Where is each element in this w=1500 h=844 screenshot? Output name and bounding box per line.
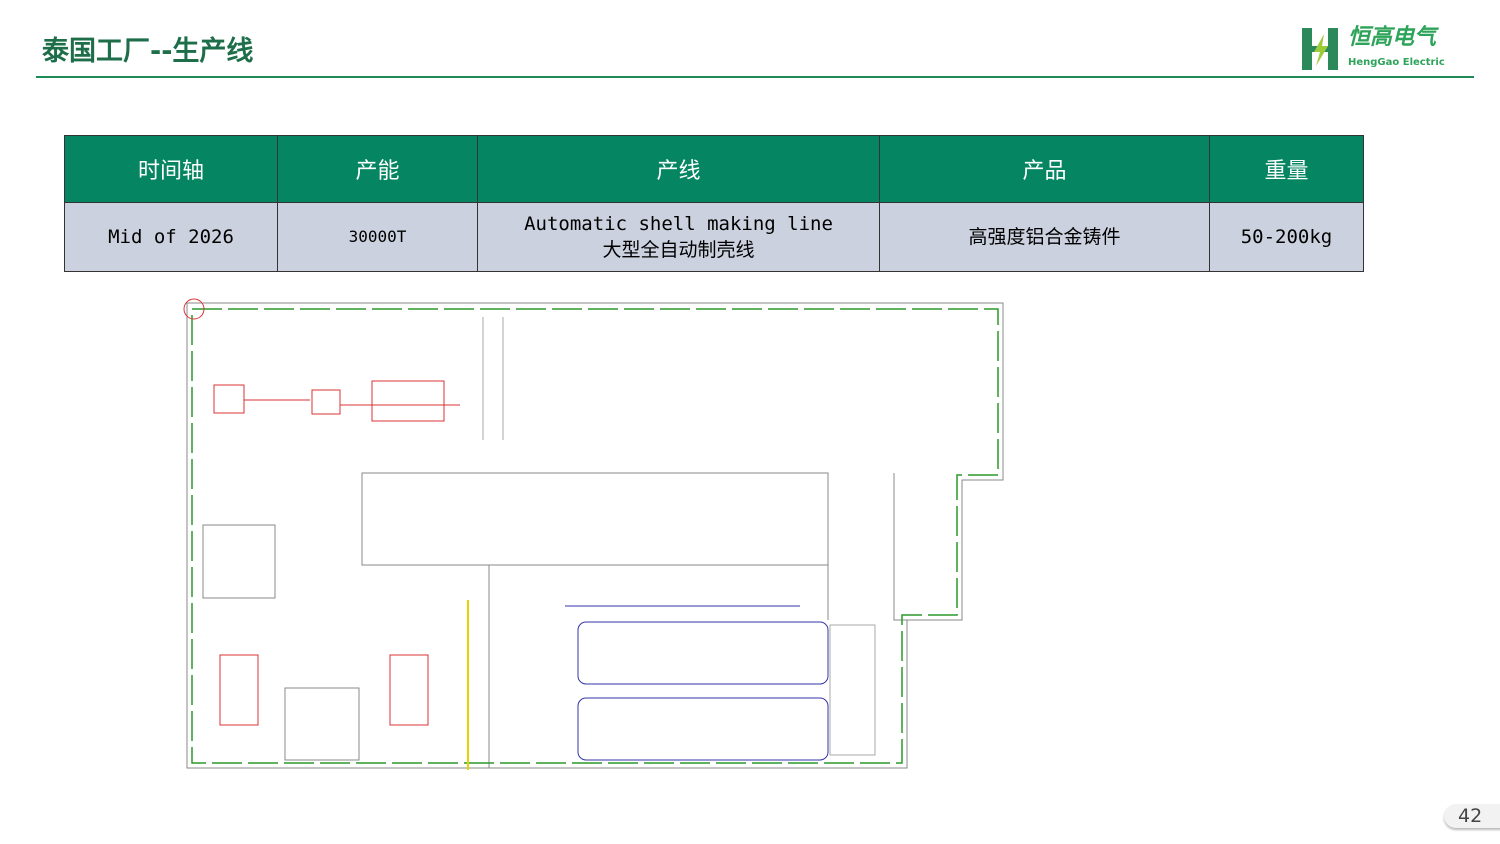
line-en: Automatic shell making line — [524, 213, 833, 235]
page-number: 42 — [1444, 804, 1500, 828]
cell-product: 高强度铝合金铸件 — [879, 202, 1210, 272]
cell-capacity: 30000T — [277, 202, 478, 272]
page-title: 泰国工厂--生产线 — [42, 36, 254, 67]
cell-line: Automatic shell making line 大型全自动制壳线 — [477, 202, 880, 272]
logo-mark-icon — [1302, 28, 1338, 70]
header-timeline: 时间轴 — [64, 135, 278, 203]
company-logo: 恒高电气 HengGao Electric — [1300, 26, 1470, 74]
cell-weight: 50-200kg — [1209, 202, 1364, 272]
header-line: 产线 — [477, 135, 880, 203]
header-capacity: 产能 — [277, 135, 478, 203]
factory-floor-plan — [183, 298, 1004, 770]
header-product: 产品 — [879, 135, 1210, 203]
logo-text-en: HengGao Electric — [1348, 57, 1445, 68]
header-weight: 重量 — [1209, 135, 1364, 203]
production-line-table: 时间轴 产能 产线 产品 重量 Mid of 2026 30000T Autom… — [64, 135, 1364, 272]
cell-timeline: Mid of 2026 — [64, 202, 278, 272]
title-divider — [36, 76, 1474, 78]
logo-text-cn: 恒高电气 — [1348, 25, 1437, 50]
table-row: Mid of 2026 30000T Automatic shell makin… — [64, 202, 1364, 272]
line-cn: 大型全自动制壳线 — [602, 239, 755, 261]
